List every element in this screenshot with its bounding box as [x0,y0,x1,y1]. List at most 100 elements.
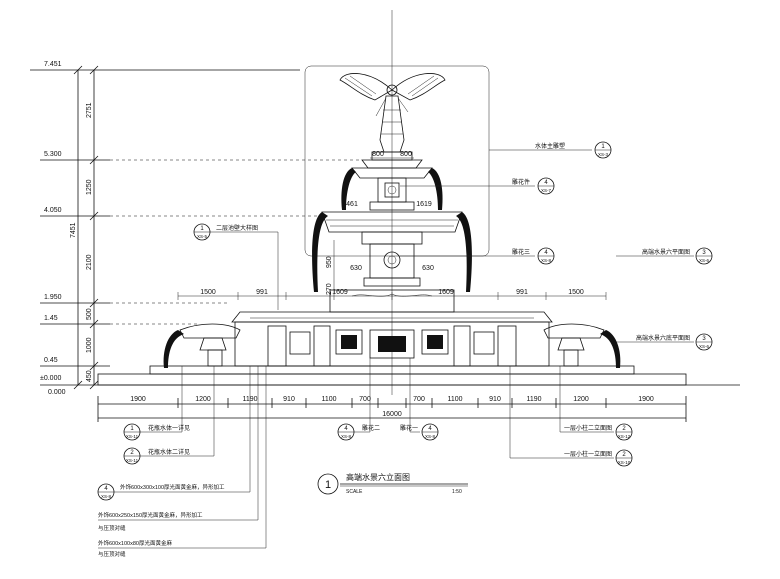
svg-text:1: 1 [601,144,605,150]
svg-text:4: 4 [544,250,548,256]
callout-plan6b: 3 XS-6 [695,333,713,351]
scale-value: 1:50 [452,489,462,495]
elev-045: 0.45 [44,357,58,364]
lower-tier [231,289,553,367]
note-3: 与压顶对缝 [98,524,126,532]
callout-stone: 4 XS-8 [97,483,115,501]
callout-water2-label: 花瓶水体二详见 [148,448,190,456]
title-number-circle [317,473,339,495]
bdim-12: 1900 [638,396,654,403]
dim-1500b: 1500 [568,289,584,296]
callout-water2: 2 XS-11 [123,447,141,465]
svg-text:XS-8: XS-8 [425,434,436,439]
svg-text:4: 4 [344,426,348,432]
bdim-8: 1100 [447,396,462,403]
dim-991b: 991 [516,289,528,296]
vdim-2751: 2751 [86,102,93,118]
svg-text:4: 4 [104,486,108,492]
left-vase-basin [163,323,241,368]
dim-461: 461 [346,201,358,208]
bdim-4: 910 [283,396,295,403]
svg-text:XS-11: XS-11 [126,458,139,463]
sculpture-boundary [304,65,490,257]
elev-7451: 7.451 [44,61,62,68]
note-5: 与压顶对缝 [98,550,126,558]
right-vase-basin [543,323,621,368]
svg-text:XS-5: XS-5 [197,234,208,239]
vdim-500: 500 [86,308,93,320]
title-number: 1 [325,479,331,491]
note-2: 外饰600x250x150厚光面黄金麻，异形加工 [98,511,203,519]
svg-text:1: 1 [200,226,204,232]
callout-plan6b-label: 高端水景六底平面图 [636,334,690,342]
dim-630a: 630 [350,265,362,272]
svg-text:XS-8: XS-8 [541,258,552,263]
title-block: 1 高端水景六立面图 SCALE 1:50 [317,472,468,495]
callout-water1: 1 XS-11 [123,423,141,441]
callout-pillar: 2 XS-12 [615,423,633,441]
vdim-1250: 1250 [86,179,93,195]
vdim-1000: 1000 [86,337,93,353]
vertical-dimensions: 2751 1250 7451 2100 500 1000 450 950 270 [70,65,335,390]
callout-sculpture: 1 XS-3 [594,141,612,159]
bdim-5: 1100 [321,396,336,403]
callout-flower3-label: 雕花三 [512,248,530,256]
svg-text:2: 2 [622,426,626,432]
svg-text:1: 1 [130,426,134,432]
scale-label: SCALE [346,489,363,495]
bdim-7: 700 [413,396,425,403]
svg-text:XS-8: XS-8 [341,434,352,439]
callout-flower3: 4 XS-8 [537,247,555,265]
elev-pm0: ±0.000 [40,375,61,382]
callout-flower2-label: 雕花二 [362,424,380,432]
callout-plan6: 3 XS-6 [695,247,713,265]
callout-big2-label: 二层池壁大样图 [216,224,258,232]
vdim-450: 450 [86,370,93,382]
callout-sculpture-label: 水体主雕塑 [535,142,565,150]
callout-basin: 2 XS-10 [615,449,633,467]
bottom-dimensions: 1900 1200 1190 910 1100 700 700 1100 910… [97,396,687,422]
svg-text:2: 2 [130,450,134,456]
svg-text:3: 3 [702,336,706,342]
base-plinth [97,373,687,386]
angel-sculpture [339,73,446,169]
dim-991a: 991 [256,289,268,296]
bdim-10: 1190 [526,396,541,403]
svg-text:3: 3 [702,250,706,256]
note-4: 外饰600x100x80厚光面黄金麻 [98,539,172,547]
bdim-9: 910 [489,396,501,403]
callouts: 水体主雕塑 1 XS-3 雕花件 4 XS-7 雕花三 4 XS-8 高端水景六… [97,141,713,501]
callout-flower4-label: 雕花一 [400,424,418,432]
dim-1619: 1619 [416,201,432,208]
svg-text:XS-7: XS-7 [541,188,552,193]
vdim-2100: 2100 [86,254,93,270]
material-notes: 外饰600x300x100厚光面黄金麻，异形加工 外饰600x250x150厚光… [98,366,267,558]
callout-basin-label: 一层小柱一立面图 [564,450,612,458]
dim-800b: 800 [400,151,412,158]
elev-5300: 5.300 [44,151,62,158]
note-1: 外饰600x300x100厚光面黄金麻，异形加工 [120,483,225,491]
callout-flower4: 4 XS-8 [421,423,439,441]
svg-text:2: 2 [622,452,626,458]
bdim-2: 1200 [195,396,211,403]
elev-0000: 0.000 [48,389,66,396]
fountain-elevation [97,10,687,395]
callout-pillar-label: 一层小柱二立面图 [564,424,612,432]
top-basin [341,167,443,211]
dim-1609a: 1609 [332,289,348,296]
vdim-950: 950 [326,256,333,268]
svg-text:XS-12: XS-12 [618,434,631,439]
dim-800a: 800 [372,151,384,158]
elev-4050: 4.050 [44,207,62,214]
callout-water1-label: 花瓶水体一详见 [148,424,190,432]
svg-text:XS-3: XS-3 [598,152,609,157]
svg-text:XS-8: XS-8 [101,494,112,499]
vdim-7451: 7451 [70,222,77,238]
bdim-1: 1900 [130,396,146,403]
dim-1609b: 1609 [438,289,454,296]
middle-basin [312,211,472,292]
svg-text:4: 4 [544,180,548,186]
svg-text:XS-6: XS-6 [699,258,710,263]
elev-145: 1.45 [44,315,58,322]
